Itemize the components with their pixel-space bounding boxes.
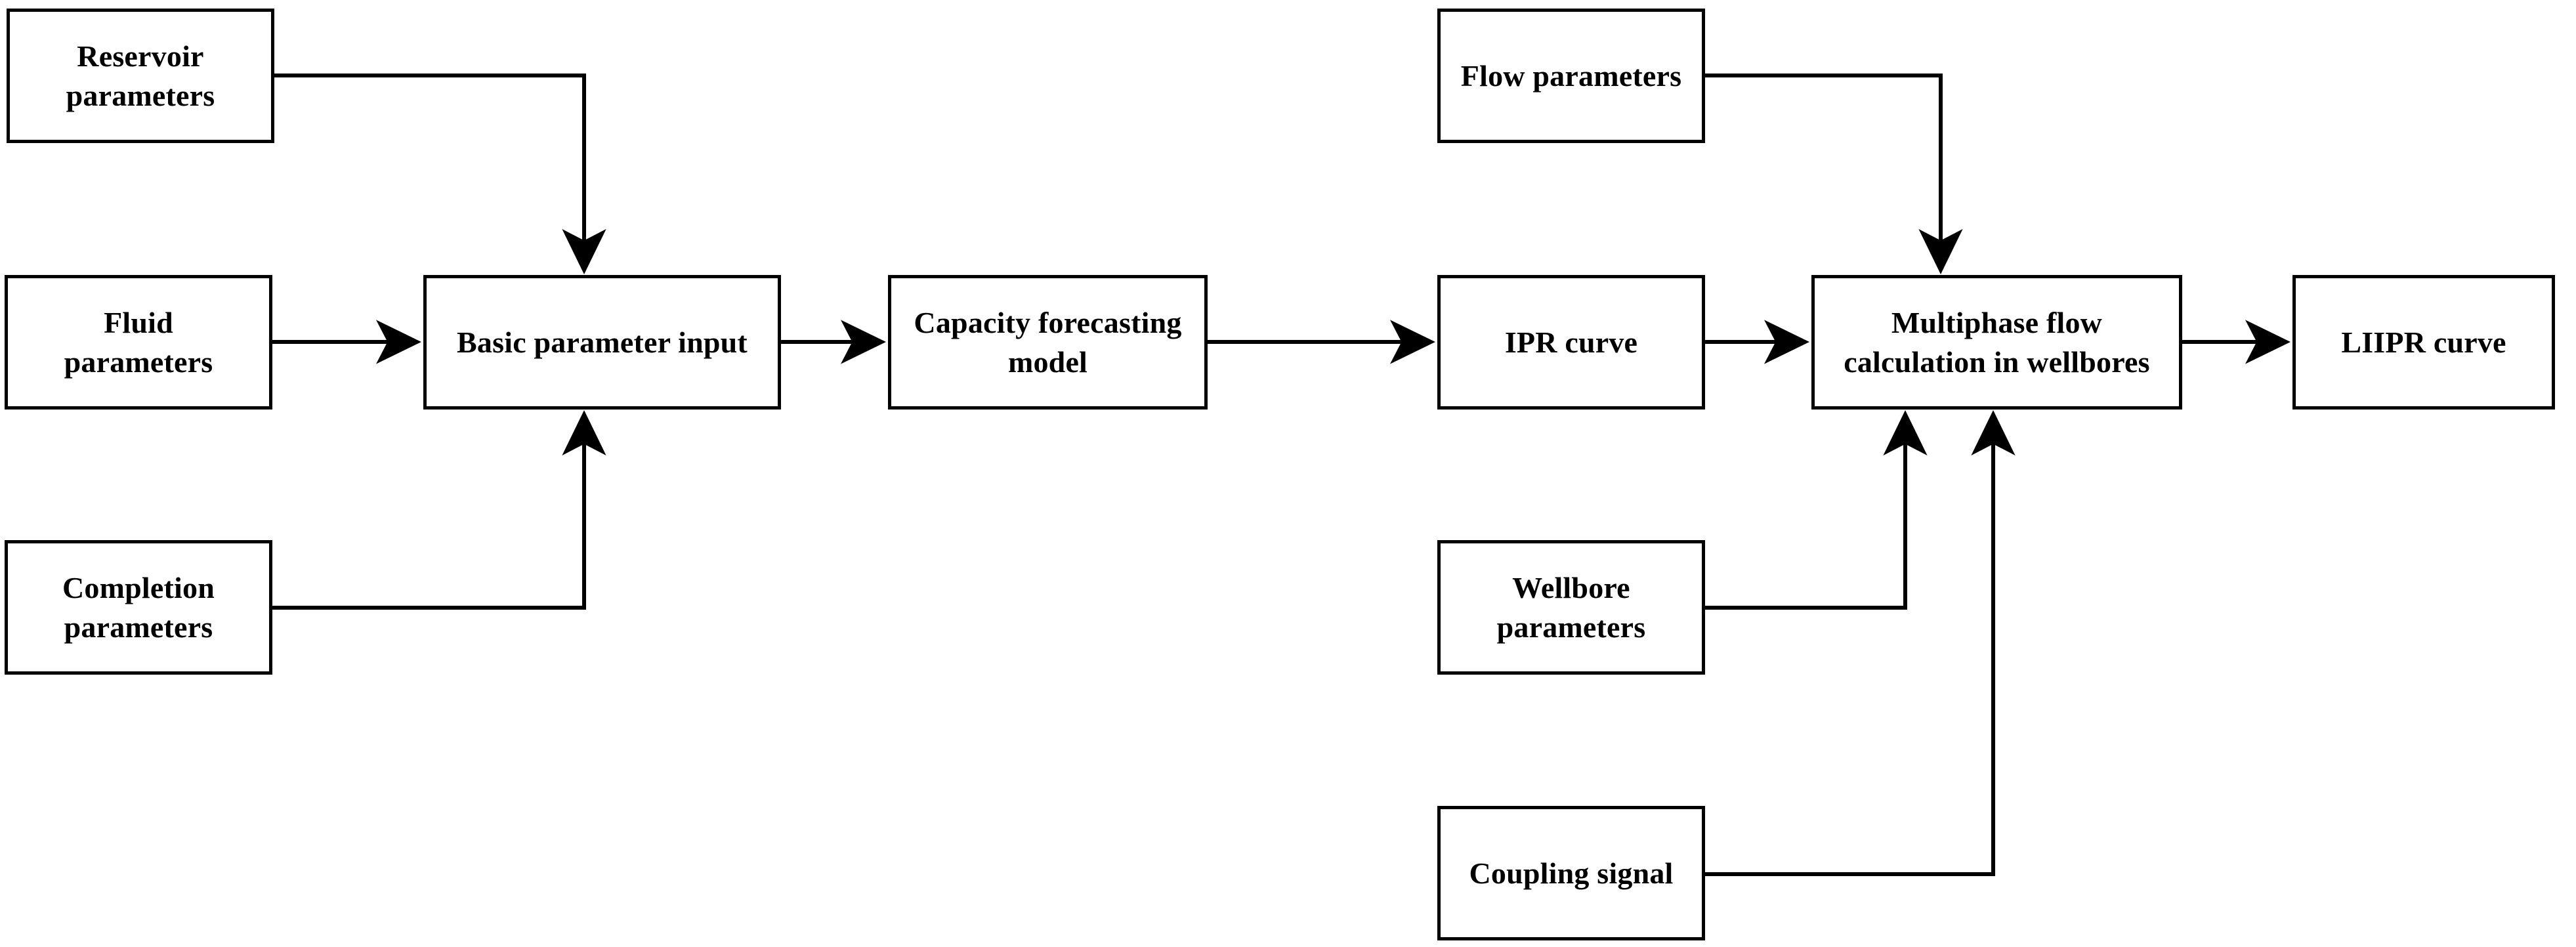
node-label: Flow parameters — [1460, 58, 1682, 93]
node-label: Fluid parameters — [64, 305, 213, 379]
node-label: Completion parameters — [62, 570, 215, 644]
edge-completion-to-basic — [272, 410, 606, 610]
node-label: IPR curve — [1504, 325, 1638, 359]
node-reservoir-parameters[interactable]: Reservoir parameters — [7, 9, 274, 143]
node-label: Basic parameter input — [457, 325, 748, 359]
edge-flow-to-multiphase — [1705, 74, 1963, 274]
node-label: Coupling signal — [1469, 856, 1674, 890]
node-label: Wellbore parameters — [1496, 570, 1646, 644]
node-wellbore-parameters[interactable]: Wellbore parameters — [1437, 540, 1705, 675]
node-flow-parameters[interactable]: Flow parameters — [1437, 9, 1705, 143]
node-label: LIIPR curve — [2341, 325, 2506, 359]
edge-coupling-to-multiphase — [1705, 410, 2016, 876]
node-fluid-parameters[interactable]: Fluid parameters — [5, 275, 272, 410]
node-liipr-curve[interactable]: LIIPR curve — [2292, 275, 2555, 410]
node-ipr-curve[interactable]: IPR curve — [1437, 275, 1705, 410]
edge-wellbore-to-multiphase — [1705, 410, 1928, 610]
node-capacity-forecasting-model[interactable]: Capacity forecasting model — [888, 275, 1208, 410]
node-label: Reservoir parameters — [66, 39, 215, 112]
node-completion-parameters[interactable]: Completion parameters — [5, 540, 272, 675]
node-label: Multiphase flow calculation in wellbores — [1844, 305, 2150, 379]
node-basic-parameter-input[interactable]: Basic parameter input — [423, 275, 781, 410]
node-multiphase-flow-calculation[interactable]: Multiphase flow calculation in wellbores — [1811, 275, 2182, 410]
edge-reservoir-to-basic — [274, 74, 606, 274]
node-label: Capacity forecasting model — [914, 305, 1182, 379]
node-coupling-signal[interactable]: Coupling signal — [1437, 806, 1705, 940]
